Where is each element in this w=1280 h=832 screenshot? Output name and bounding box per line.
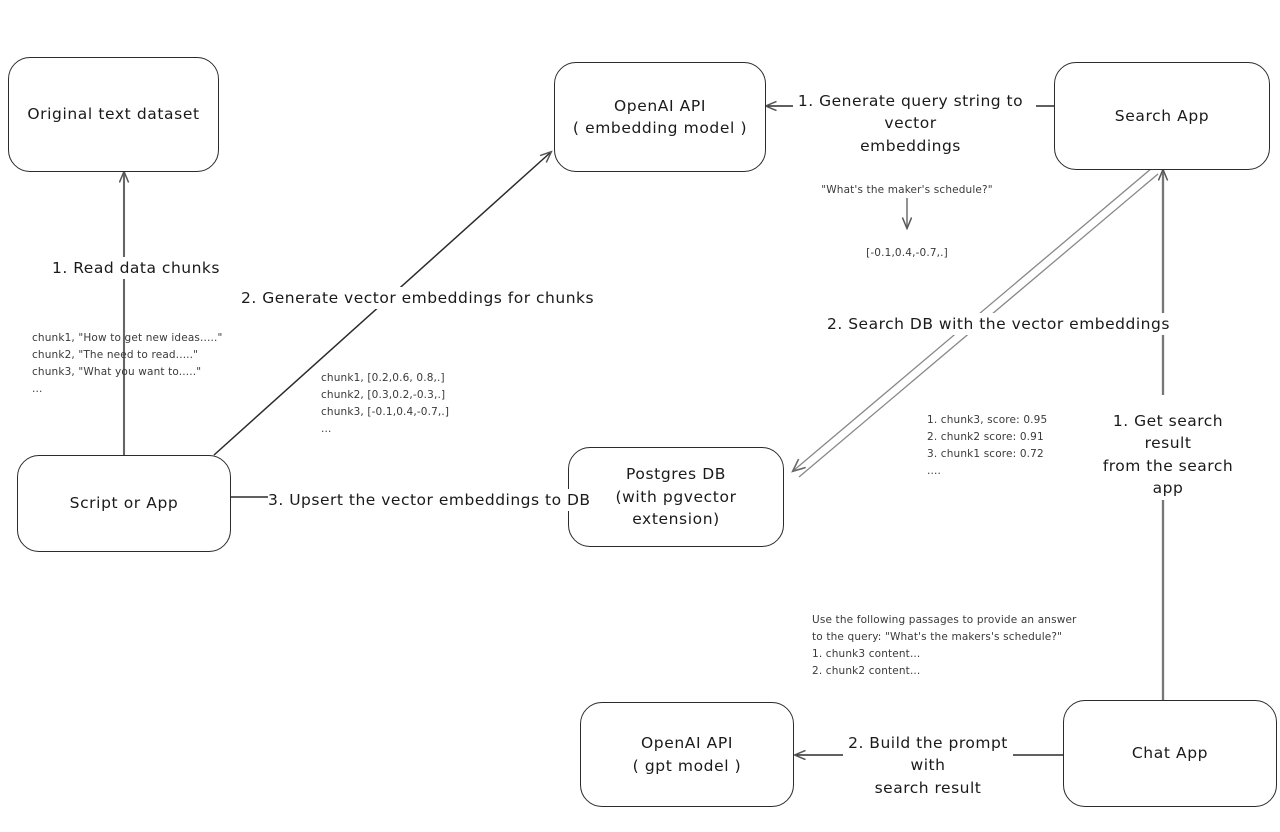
node-chat-app-label: Chat App	[1131, 744, 1209, 763]
node-openai-gpt-line1: OpenAI API	[640, 734, 734, 753]
edge-label-build-prompt: 2. Build the prompt with search result	[843, 732, 1013, 800]
node-original-text-dataset[interactable]: Original text dataset	[8, 57, 219, 172]
node-chat-app[interactable]: Chat App	[1063, 700, 1277, 807]
node-postgres-db[interactable]: Postgres DB (with pgvector extension)	[568, 447, 784, 547]
node-openai-embedding-line2: ( embedding model )	[572, 119, 748, 137]
edge-label-generate-vector-embeddings: 2. Generate vector embeddings for chunks	[241, 287, 595, 310]
node-openai-embedding-line1: OpenAI API	[613, 96, 707, 115]
node-postgres-db-line2: (with pgvector extension)	[615, 487, 737, 529]
node-script-or-app-label: Script or App	[69, 494, 179, 513]
annotation-prompt-text: Use the following passages to provide an…	[812, 614, 1077, 677]
node-search-app[interactable]: Search App	[1054, 62, 1270, 170]
node-openai-api-embedding-model[interactable]: OpenAI API ( embedding model )	[554, 62, 766, 172]
node-postgres-db-line1: Postgres DB	[625, 465, 726, 484]
edge-label-get-search-result: 1. Get search result from the search app	[1088, 410, 1248, 500]
edge-label-upsert-to-db: 3. Upsert the vector embeddings to DB	[268, 489, 591, 512]
annotation-chunk-embeddings: chunk1, [0.2,0.6, 0.8,.] chunk2, [0.3,0.…	[321, 372, 450, 435]
annotation-query-string: "What's the maker's schedule?"	[821, 184, 993, 196]
annotation-source-chunks: chunk1, "How to get new ideas....." chun…	[32, 332, 223, 395]
edge-label-generate-query-embeddings: 1. Generate query string to vector embed…	[793, 90, 1028, 158]
node-search-app-label: Search App	[1114, 106, 1210, 125]
node-script-or-app[interactable]: Script or App	[17, 455, 231, 552]
node-original-text-dataset-label: Original text dataset	[27, 105, 200, 124]
annotation-search-results: 1. chunk3, score: 0.95 2. chunk2 score: …	[927, 414, 1048, 477]
edge-label-read-data-chunks: 1. Read data chunks	[52, 257, 220, 280]
node-openai-api-gpt-model[interactable]: OpenAI API ( gpt model )	[580, 702, 794, 807]
node-openai-gpt-line2: ( gpt model )	[632, 756, 742, 775]
edge-label-search-db: 2. Search DB with the vector embeddings	[827, 313, 1170, 336]
annotation-query-vector: [-0.1,0.4,-0.7,.]	[866, 247, 948, 259]
